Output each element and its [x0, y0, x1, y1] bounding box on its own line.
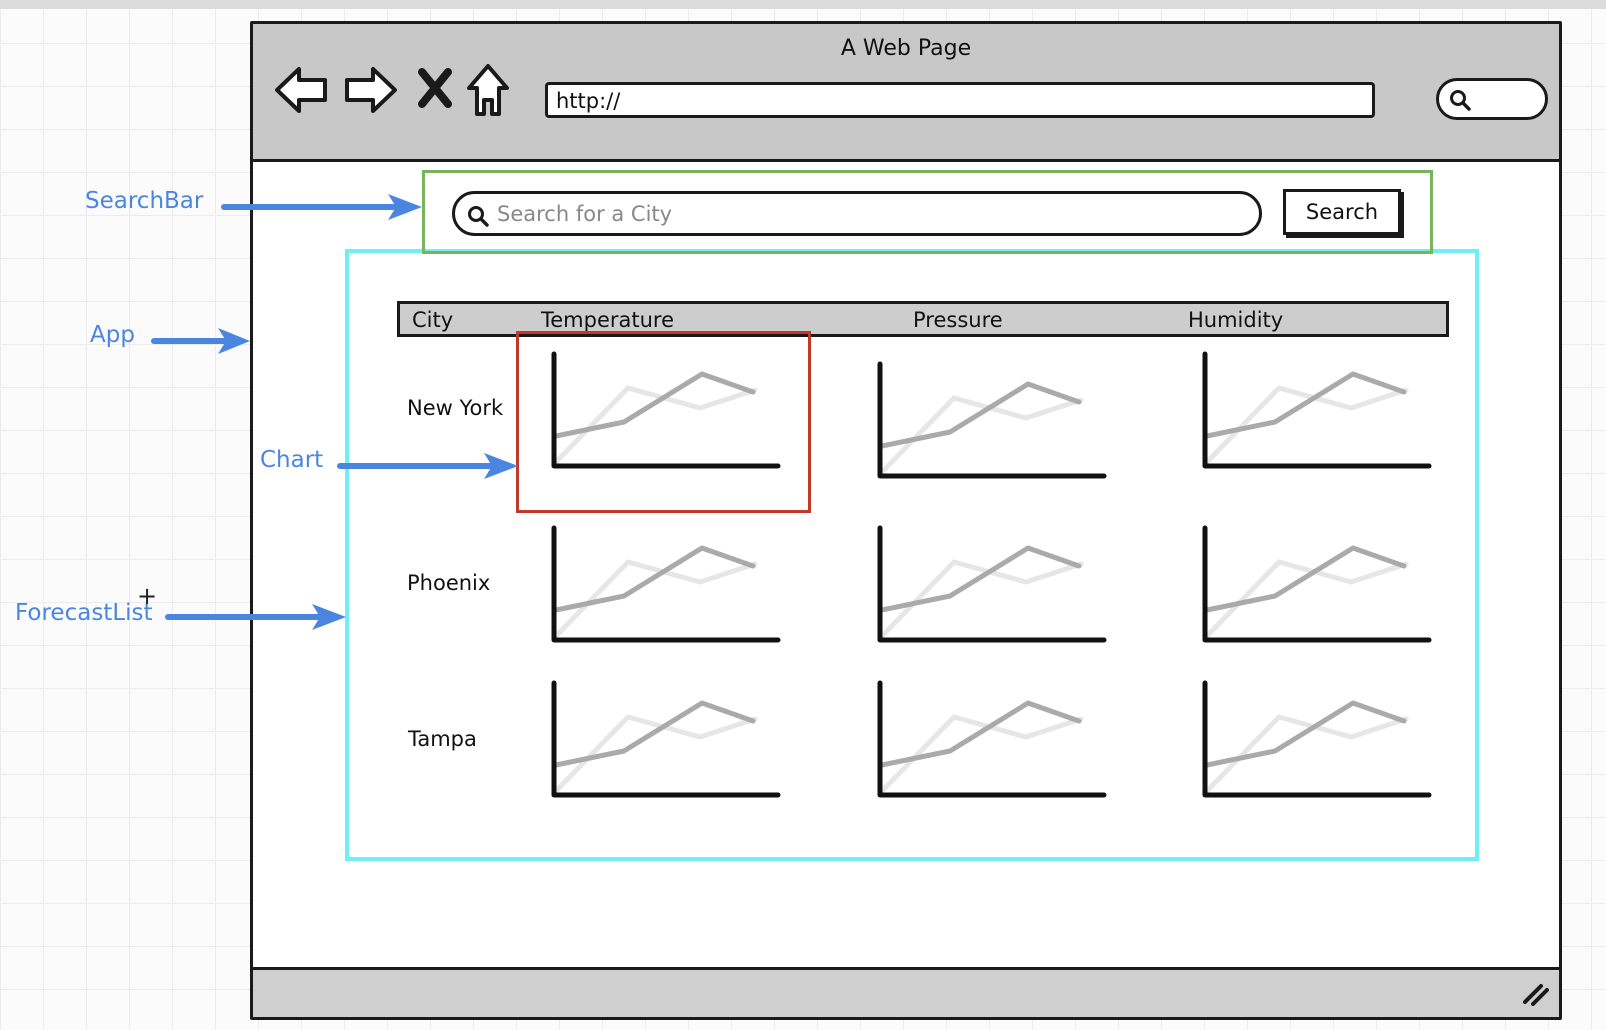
header-temperature: Temperature [541, 308, 675, 332]
chart-axes [1202, 680, 1432, 798]
chart-axes [877, 680, 1107, 798]
back-arrow-icon[interactable] [273, 64, 331, 116]
chart-line-primary [553, 371, 756, 439]
chart-region [516, 331, 811, 513]
chart-line-secondary [1204, 559, 1409, 639]
chart-axes [551, 680, 781, 798]
browser-window: A Web Page http:// [250, 21, 1562, 1020]
chart-new-york-pressure [877, 361, 1107, 479]
annotation-searchbar: SearchBar [85, 188, 204, 214]
browser-titlebar: A Web Page http:// [253, 24, 1559, 162]
arrow-to-searchbar [221, 194, 422, 220]
chart-line-primary [879, 381, 1082, 449]
url-field[interactable]: http:// [545, 82, 1375, 118]
browser-search-field[interactable] [1436, 78, 1548, 120]
search-icon [1450, 90, 1471, 111]
crosshair-cursor-icon: + [137, 582, 158, 610]
annotation-chart: Chart [260, 447, 324, 473]
city-label-new-york: New York [407, 396, 504, 420]
home-icon[interactable] [465, 62, 511, 118]
header-city: City [412, 308, 454, 332]
chart-axes [877, 525, 1107, 643]
chart-axes [877, 361, 1107, 479]
chart-line-primary [553, 700, 756, 768]
chart-line-primary [1204, 545, 1407, 613]
header-pressure: Pressure [913, 308, 1003, 332]
chart-phoenix-pressure [877, 525, 1107, 643]
chart-axes [1202, 525, 1432, 643]
chart-line-secondary [879, 559, 1084, 639]
chart-line-primary [1204, 700, 1407, 768]
city-label-tampa: Tampa [408, 727, 477, 751]
arrow-to-forecastlist [165, 604, 346, 630]
chart-line-primary [553, 545, 756, 613]
search-icon [468, 206, 489, 227]
chart-axes [551, 351, 781, 469]
chart-tampa-temperature [551, 680, 781, 798]
annotation-forecastlist: ForecastList [15, 600, 153, 626]
chart-line-secondary [553, 714, 758, 794]
canvas-top-strip [0, 0, 1606, 9]
chart-line-primary [879, 545, 1082, 613]
chart-axes [551, 525, 781, 643]
chart-line-primary [1204, 371, 1407, 439]
stop-icon[interactable] [417, 68, 453, 108]
chart-phoenix-temperature [551, 525, 781, 643]
city-label-phoenix: Phoenix [407, 571, 491, 595]
forward-arrow-icon[interactable] [341, 64, 399, 116]
search-button[interactable]: Search [1283, 189, 1401, 235]
chart-line-primary [879, 700, 1082, 768]
search-placeholder: Search for a City [497, 202, 673, 226]
chart-line-secondary [1204, 714, 1409, 794]
arrow-to-app [151, 328, 250, 354]
city-search-input[interactable]: Search for a City [452, 191, 1262, 236]
header-humidity: Humidity [1188, 308, 1284, 332]
browser-statusbar [253, 967, 1559, 1017]
window-title: A Web Page [840, 36, 972, 61]
chart-line-secondary [1204, 385, 1409, 465]
chart-line-secondary [879, 714, 1084, 794]
chart-axes [1202, 351, 1432, 469]
chart-new-york-temperature [551, 351, 781, 469]
chart-tampa-pressure [877, 680, 1107, 798]
chart-new-york-humidity [1202, 351, 1432, 469]
chart-line-secondary [879, 395, 1084, 475]
chart-phoenix-humidity [1202, 525, 1432, 643]
chart-tampa-humidity [1202, 680, 1432, 798]
annotation-app: App [90, 322, 135, 348]
chart-line-secondary [553, 559, 758, 639]
searchbar-region [422, 170, 1433, 254]
resize-grip-icon[interactable] [1519, 980, 1549, 1006]
arrow-to-chart [337, 453, 518, 479]
